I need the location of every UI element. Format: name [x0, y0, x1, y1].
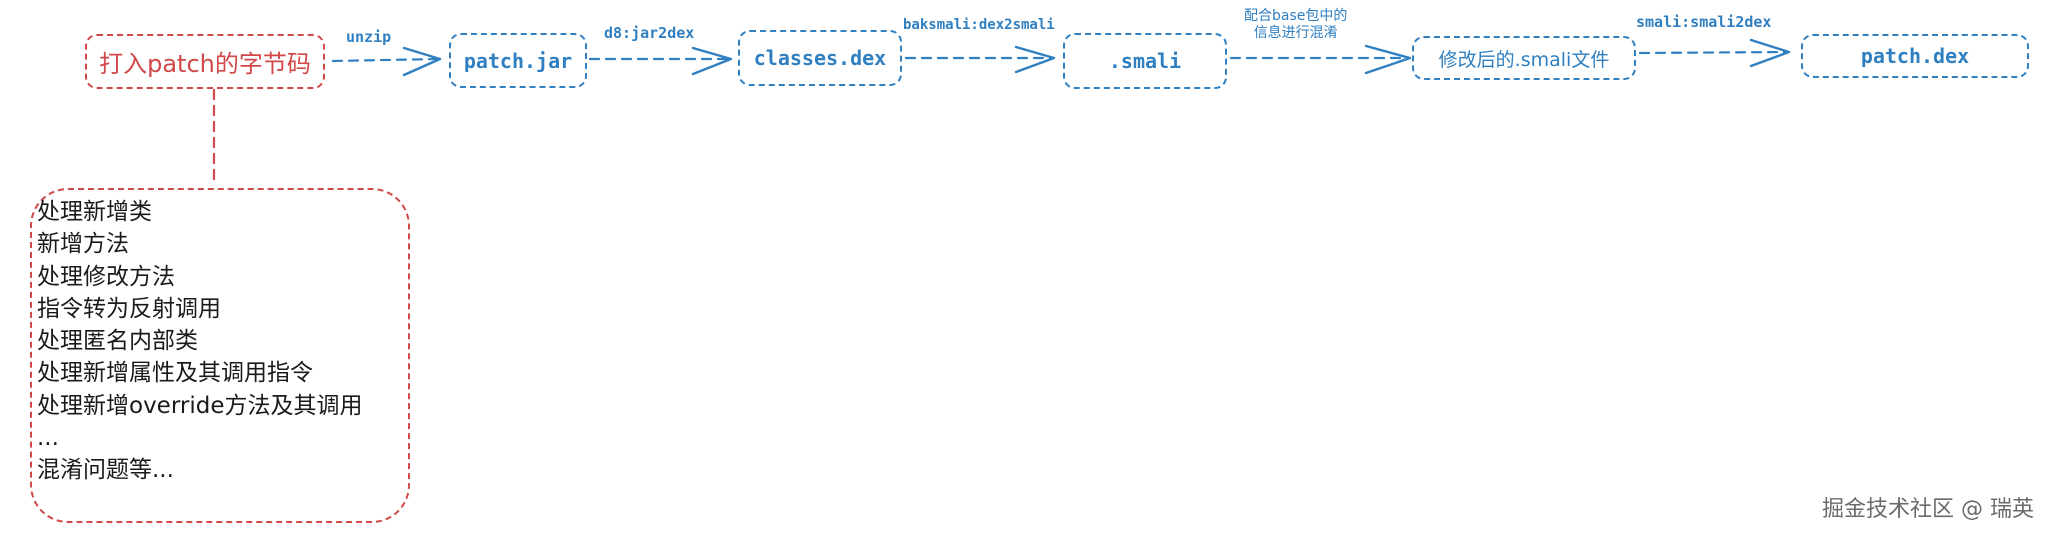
edge-label-dex2smali: baksmali:dex2smali	[903, 17, 1055, 33]
edge-label-obfuscate-line-2: 信息进行混淆	[1253, 25, 1338, 41]
node-start: 打入patch的字节码	[85, 34, 325, 89]
note-item: 指令转为反射调用	[37, 295, 221, 322]
node-classes-dex-label: classes.dex	[753, 46, 887, 70]
notes-list: 处理新增类 新增方法 处理修改方法 指令转为反射调用 处理匿名内部类 处理新增属…	[37, 196, 362, 487]
note-item: ...	[37, 425, 59, 452]
arrowhead-patchdex	[1749, 38, 1791, 68]
notes-box	[30, 188, 410, 523]
arrowhead-smali	[1014, 45, 1056, 74]
edge-label-jar2dex: d8:jar2dex	[604, 24, 695, 42]
arrowhead-modified	[1364, 44, 1412, 75]
arrowhead-jar	[402, 46, 442, 77]
edge-label-obfuscate-line-1: 配合base包中的	[1244, 8, 1348, 24]
node-smali: .smali	[1063, 33, 1227, 89]
node-modified-smali-label: 修改后的.smali文件	[1438, 48, 1610, 71]
node-classes-dex: classes.dex	[738, 30, 902, 86]
note-item: 处理新增属性及其调用指令	[37, 360, 313, 387]
watermark-text: 掘金技术社区 @ 瑞英	[1822, 497, 2034, 522]
note-item: 新增方法	[37, 231, 129, 258]
note-item: 处理新增override方法及其调用	[37, 392, 363, 419]
edge-label-unzip: unzip	[346, 28, 392, 46]
note-item: 处理匿名内部类	[37, 328, 198, 355]
edge-label-obfuscate: 配合base包中的 信息进行混淆	[1244, 8, 1347, 42]
node-modified-smali: 修改后的.smali文件	[1412, 36, 1636, 80]
arrowhead-dex	[691, 46, 733, 76]
note-item: 混淆问题等...	[37, 457, 174, 484]
node-patch-dex-label: patch.dex	[1860, 44, 1970, 68]
node-patch-jar: patch.jar	[449, 33, 587, 88]
node-smali-label: .smali	[1108, 49, 1182, 73]
note-item: 处理新增类	[37, 199, 152, 225]
node-patch-dex: patch.dex	[1801, 34, 2029, 78]
edge-modified-to-patchdex	[1638, 50, 1789, 55]
node-start-label: 打入patch的字节码	[99, 50, 311, 78]
note-item: 处理修改方法	[37, 263, 175, 290]
edge-label-smali2dex: smali:smali2dex	[1636, 13, 1772, 31]
node-patch-jar-label: patch.jar	[463, 48, 573, 73]
edge-start-to-jar	[331, 57, 440, 63]
